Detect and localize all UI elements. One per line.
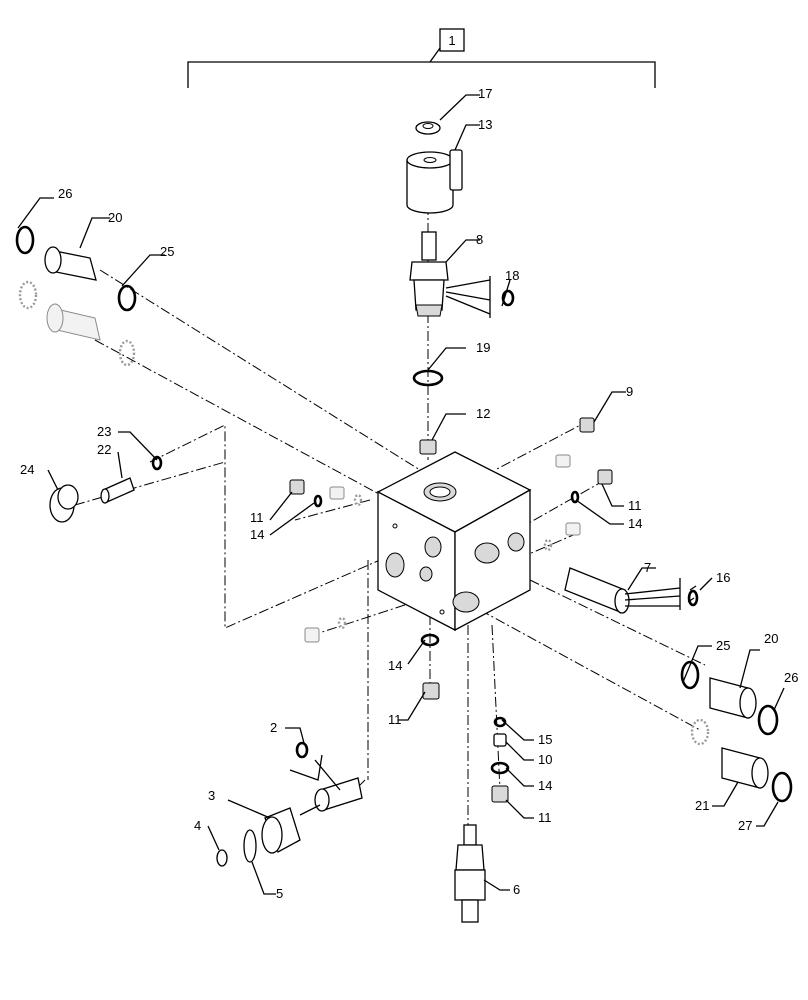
solenoid-stack bbox=[406, 121, 515, 455]
callout-21: 21 bbox=[695, 798, 709, 813]
right-fitting-group bbox=[680, 660, 793, 803]
left-fitting-group bbox=[15, 225, 137, 367]
o-ring-14-lower bbox=[490, 761, 510, 775]
plug-10 bbox=[493, 733, 507, 747]
test-port-group bbox=[49, 455, 163, 523]
o-ring-23 bbox=[151, 455, 163, 471]
callout-5: 5 bbox=[276, 886, 283, 901]
callout-17: 17 bbox=[478, 86, 492, 101]
leader-lines bbox=[17, 94, 785, 895]
plug-11-right bbox=[597, 469, 613, 485]
callout-22: 22 bbox=[97, 442, 111, 457]
callout-14-left: 14 bbox=[250, 527, 264, 542]
o-ring-14-bottom bbox=[420, 633, 440, 647]
callout-7: 7 bbox=[644, 560, 651, 575]
callout-10: 10 bbox=[538, 752, 552, 767]
o-ring-25-left bbox=[117, 284, 137, 312]
callout-26-left: 26 bbox=[58, 186, 72, 201]
callout-16: 16 bbox=[716, 570, 730, 585]
plug-11-bottom bbox=[422, 682, 440, 700]
o-ring-14-right bbox=[570, 490, 580, 504]
cap-4 bbox=[216, 849, 228, 867]
plug-12 bbox=[419, 439, 437, 455]
plug-11-lower bbox=[491, 785, 509, 803]
bottom-plugs bbox=[420, 633, 510, 803]
o-ring-27 bbox=[771, 771, 793, 803]
callout-14-right: 14 bbox=[628, 516, 642, 531]
kit-bracket: 1 bbox=[187, 28, 656, 88]
callout-20-left: 20 bbox=[108, 210, 122, 225]
side-plugs bbox=[289, 417, 613, 643]
callout-25-left: 25 bbox=[160, 244, 174, 259]
o-ring-26-right bbox=[757, 704, 779, 736]
callout-9: 9 bbox=[626, 384, 633, 399]
solenoid-coil-13 bbox=[406, 159, 454, 214]
valve-block bbox=[376, 451, 532, 632]
callout-3: 3 bbox=[208, 788, 215, 803]
callout-27: 27 bbox=[738, 818, 752, 833]
callout-4: 4 bbox=[194, 818, 201, 833]
callout-14-lower: 14 bbox=[538, 778, 552, 793]
callout-11-lower: 11 bbox=[538, 810, 552, 825]
callout-13: 13 bbox=[478, 117, 492, 132]
callout-26-right: 26 bbox=[784, 670, 798, 685]
plug-9 bbox=[579, 417, 595, 433]
callout-20-right: 20 bbox=[764, 631, 778, 646]
callout-14-bottom: 14 bbox=[388, 658, 402, 673]
callout-18: 18 bbox=[505, 268, 519, 283]
o-ring-26-left bbox=[15, 225, 35, 255]
o-ring-19 bbox=[412, 369, 444, 387]
callout-25-right: 25 bbox=[716, 638, 730, 653]
callout-6: 6 bbox=[513, 882, 520, 897]
relief-valve-group bbox=[564, 567, 699, 614]
adjuster-group bbox=[216, 741, 363, 867]
callout-11-bottom: 11 bbox=[388, 712, 402, 727]
callout-24: 24 bbox=[20, 462, 34, 477]
scale-disc-5 bbox=[243, 829, 257, 863]
callout-2: 2 bbox=[270, 720, 277, 735]
callout-19: 19 bbox=[476, 340, 490, 355]
cartridge-valve-8 bbox=[421, 231, 437, 261]
valve-6 bbox=[463, 824, 477, 846]
o-ring-2 bbox=[295, 741, 309, 759]
bottom-valve-group bbox=[454, 824, 486, 923]
callout-labels: 17 13 8 18 19 12 9 26 20 25 23 22 24 11 … bbox=[20, 86, 798, 901]
callout-8: 8 bbox=[476, 232, 483, 247]
callout-11-left: 11 bbox=[250, 510, 264, 525]
o-ring-16 bbox=[687, 589, 699, 607]
o-ring-14-left bbox=[313, 494, 323, 508]
callout-12: 12 bbox=[476, 406, 490, 421]
callout-23: 23 bbox=[97, 424, 111, 439]
o-ring-18 bbox=[501, 289, 515, 307]
callout-15: 15 bbox=[538, 732, 552, 747]
o-ring-25-right bbox=[680, 660, 700, 690]
plug-11-left bbox=[289, 479, 305, 495]
callout-11-right: 11 bbox=[628, 498, 642, 513]
kit-number-label: 1 bbox=[448, 33, 455, 48]
